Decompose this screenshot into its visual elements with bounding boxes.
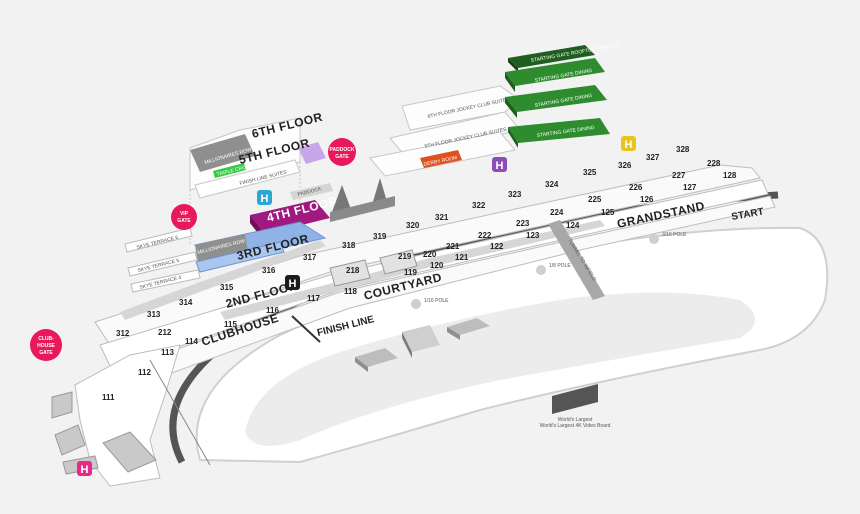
help-icon: H: [261, 193, 269, 205]
section-324[interactable]: 324: [545, 180, 559, 189]
section-228[interactable]: 228: [707, 159, 721, 168]
section-116[interactable]: 116: [266, 306, 279, 315]
section-124[interactable]: 124: [566, 221, 580, 230]
section-128[interactable]: 128: [723, 171, 737, 180]
help-marker-black[interactable]: H: [285, 275, 300, 290]
tier-100: [111, 195, 776, 391]
paddock-gate-label-1: PADDOCK: [330, 147, 355, 153]
section-323[interactable]: 323: [508, 190, 522, 199]
section-326[interactable]: 326: [618, 161, 632, 170]
clubhouse-gate[interactable]: CLUB- HOUSE GATE: [30, 329, 62, 361]
twin-spires: PADDOCK: [290, 178, 395, 222]
service-buildings: [51, 391, 157, 475]
finish-line-marker: [291, 315, 321, 343]
section-221[interactable]: 221: [446, 242, 460, 251]
section-212[interactable]: 212: [158, 328, 172, 337]
section-316[interactable]: 316: [262, 266, 276, 275]
section-222[interactable]: 222: [478, 231, 492, 240]
section-328[interactable]: 328: [676, 145, 690, 154]
poles: 3/16 POLE 1/8 POLE 1/16 POLE: [411, 232, 687, 309]
paddock-gate[interactable]: PADDOCK GATE: [328, 138, 356, 166]
pole-3-16: 3/16 POLE: [662, 232, 687, 238]
pole-1-16: 1/16 POLE: [424, 298, 449, 304]
section-218[interactable]: 218: [346, 266, 360, 275]
section-121[interactable]: 121: [455, 253, 469, 262]
paddock-gate-label-2: GATE: [335, 154, 349, 160]
section-223[interactable]: 223: [516, 219, 530, 228]
section-314[interactable]: 314: [179, 298, 193, 307]
section-317[interactable]: 317: [303, 253, 317, 262]
video-board-label-1: World's Largest: [558, 417, 593, 423]
help-marker-yellow[interactable]: H: [621, 136, 636, 151]
section-112[interactable]: 112: [138, 368, 151, 377]
section-327[interactable]: 327: [646, 153, 660, 162]
clubhouse-gate-label-1: CLUB-: [38, 336, 54, 342]
section-111[interactable]: 111: [102, 393, 115, 402]
section-320[interactable]: 320: [406, 221, 420, 230]
section-319[interactable]: 319: [373, 232, 387, 241]
section-115[interactable]: 115: [224, 320, 237, 329]
third-floor-building: MILLIONAIRES ROW: [193, 221, 327, 273]
section-220[interactable]: 220: [423, 250, 437, 259]
jockey-club-suites: DERBY ROOM: [369, 85, 521, 177]
vip-gate-label-2: GATE: [177, 218, 191, 224]
section-315[interactable]: 315: [220, 283, 234, 292]
courtyard-strip: [220, 220, 605, 320]
section-227[interactable]: 227: [672, 171, 686, 180]
tunnel: [548, 220, 605, 300]
paddock-label: PADDOCK: [297, 186, 323, 198]
section-226[interactable]: 226: [629, 183, 643, 192]
help-icon: H: [496, 160, 504, 172]
section-322[interactable]: 322: [472, 201, 486, 210]
infield-buildings: [355, 318, 490, 372]
section-318[interactable]: 318: [342, 241, 356, 250]
section-224[interactable]: 224: [550, 208, 564, 217]
section-113[interactable]: 113: [161, 348, 174, 357]
video-board: World's Largest World's Largest 4K Video…: [540, 384, 611, 429]
section-120[interactable]: 120: [430, 261, 444, 270]
section-118[interactable]: 118: [344, 287, 357, 296]
block-219: [379, 249, 418, 275]
section-123[interactable]: 123: [526, 231, 540, 240]
section-225[interactable]: 225: [588, 195, 602, 204]
help-marker-pink[interactable]: H: [77, 461, 92, 476]
section-321[interactable]: 321: [435, 213, 449, 222]
clubhouse-gate-label-2: HOUSE: [37, 343, 55, 349]
vip-gate-label-1: VIP: [180, 211, 189, 217]
pole-1-8: 1/8 POLE: [549, 263, 571, 269]
section-313[interactable]: 313: [147, 310, 161, 319]
clubhouse-gate-label-3: GATE: [39, 350, 53, 356]
section-126[interactable]: 126: [640, 195, 654, 204]
section-122[interactable]: 122: [490, 242, 504, 251]
skye-terraces: SKYE TERRACE 6 SKYE TERRACE 5 SKYE TERRA…: [124, 227, 201, 293]
vip-gate[interactable]: VIP GATE: [171, 204, 197, 230]
section-312[interactable]: 312: [116, 329, 130, 338]
section-119[interactable]: 119: [404, 268, 417, 277]
starting-gate-buildings: STARTING GATE ROOFTOP TERRACE STARTING G…: [505, 42, 621, 148]
section-125[interactable]: 125: [601, 208, 615, 217]
help-icon: H: [289, 278, 297, 290]
video-board-label-2: World's Largest 4K Video Board: [540, 423, 611, 429]
section-127[interactable]: 127: [683, 183, 697, 192]
help-icon: H: [81, 464, 89, 476]
help-icon: H: [625, 139, 633, 151]
paddock-strip: [120, 240, 326, 320]
section-325[interactable]: 325: [583, 168, 597, 177]
section-117[interactable]: 117: [307, 294, 320, 303]
section-219[interactable]: 219: [398, 252, 412, 261]
section-114[interactable]: 114: [185, 337, 198, 346]
block-218: [329, 259, 371, 287]
help-marker-purple[interactable]: H: [492, 157, 507, 172]
infield-turf: [245, 292, 755, 446]
section-labels: 328 327 326 325 324 323 322 321 320 319 …: [102, 145, 737, 402]
clubhouse-rail: [149, 359, 211, 466]
help-marker-cyan[interactable]: H: [257, 190, 272, 205]
